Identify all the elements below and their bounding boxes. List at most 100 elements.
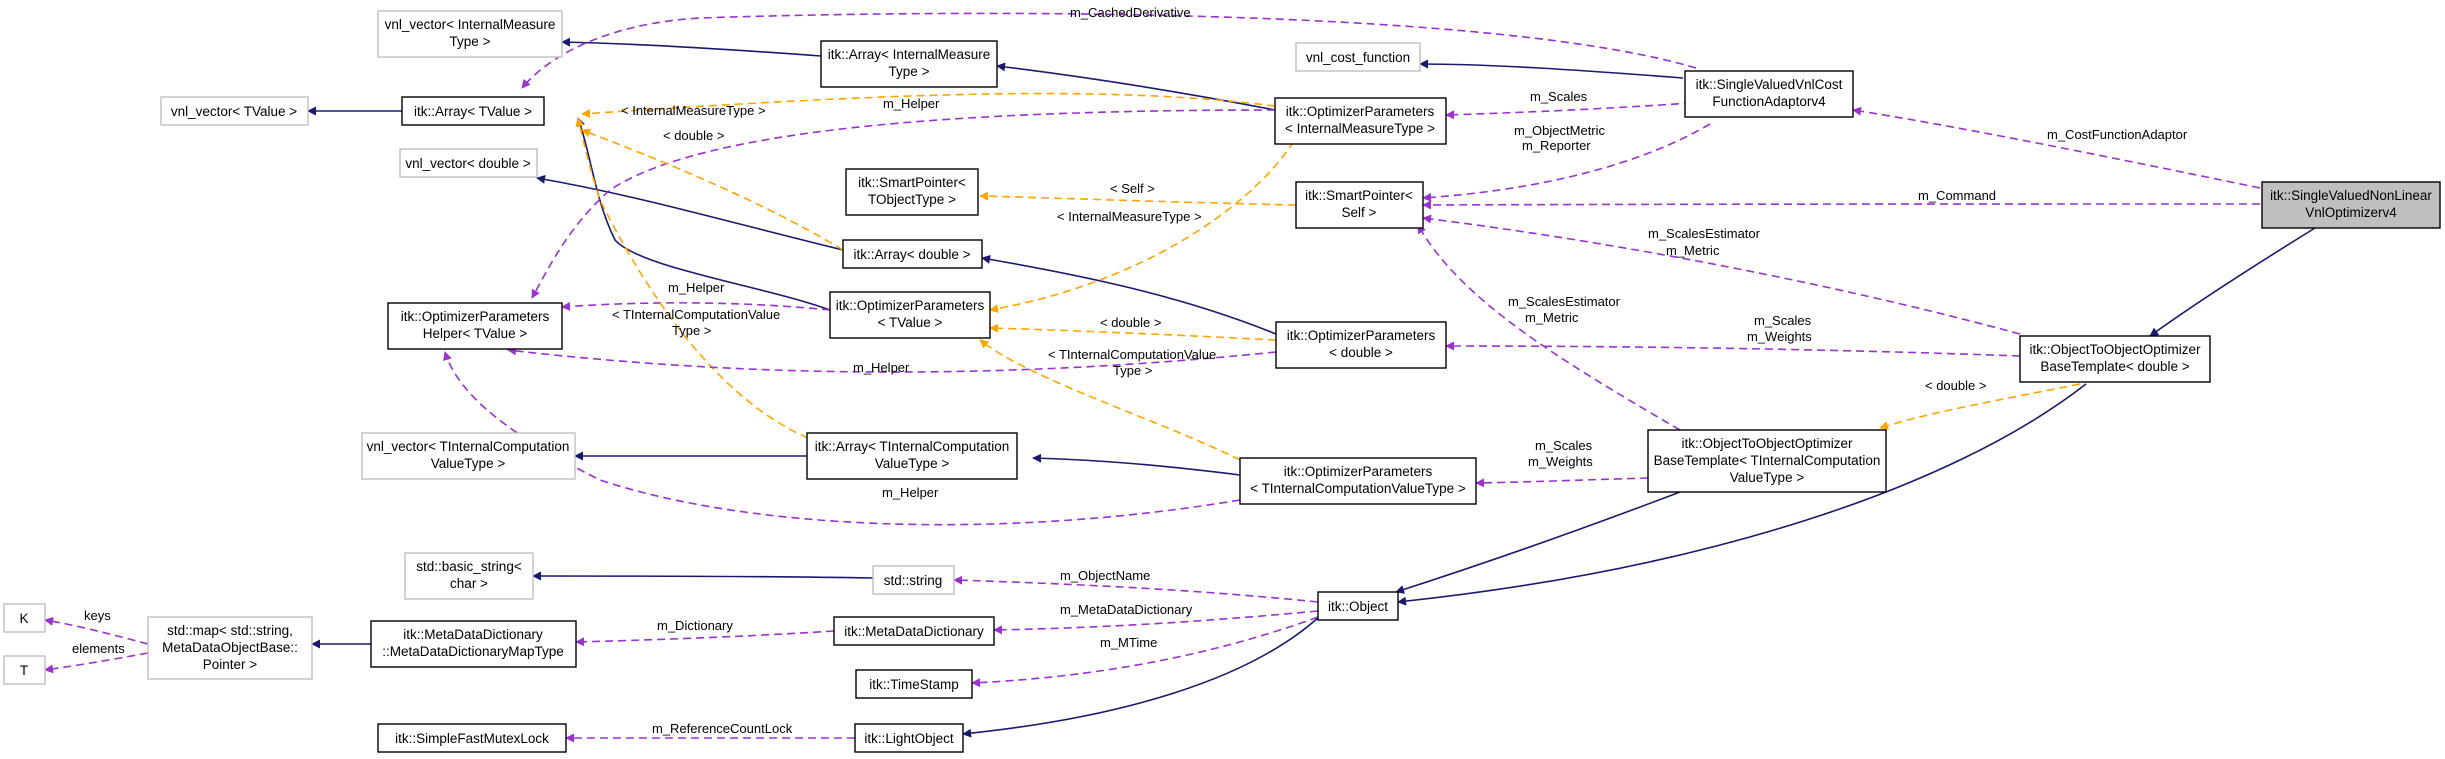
edge-double-tpl-2: < double > — [581, 128, 844, 251]
svg-text:vnl_vector< InternalMeasureTyp: vnl_vector< InternalMeasureType > — [385, 17, 556, 49]
svg-text:itk::SimpleFastMutexLock: itk::SimpleFastMutexLock — [395, 731, 549, 746]
edge-cost-function-adaptor: m_CostFunctionAdaptor — [1852, 106, 2261, 189]
svg-text:std::string: std::string — [884, 573, 943, 588]
edge-label-mtime: m_MTime — [1100, 635, 1157, 650]
edge-label-dictionary: m_Dictionary — [657, 618, 733, 633]
edge-referencecountlock: m_ReferenceCountLock — [565, 721, 855, 743]
node-template-k[interactable]: K — [3, 603, 46, 633]
edge-label-double-tpl-2: < double > — [663, 128, 724, 143]
edge-imt-tpl-1: < InternalMeasureType > — [581, 92, 1276, 118]
edge-label-cost-function-adaptor: m_CostFunctionAdaptor — [2047, 127, 2188, 142]
edge-optparam-double-inherits-array-double — [981, 254, 1277, 335]
edge-self-tpl: < Self > — [979, 181, 1297, 206]
edge-optparam-tic-inherits-array-tic — [1032, 453, 1241, 476]
edge-double-tpl-3: < double > — [989, 315, 1277, 341]
node-smart-pointer-self[interactable]: itk::SmartPointer<Self > — [1295, 181, 1424, 229]
edge-label-metadatadictionary: m_MetaDataDictionary — [1060, 602, 1193, 617]
node-metadata-dictionary-map-type[interactable]: itk::MetaDataDictionary::MetaDataDiction… — [370, 620, 577, 668]
svg-text:vnl_cost_function: vnl_cost_function — [1306, 50, 1410, 65]
node-basic-string[interactable]: std::basic_string<char > — [404, 552, 534, 600]
edge-objopt-double-inherits-object — [1397, 383, 2087, 606]
edge-metadatadictionary: m_MetaDataDictionary — [993, 602, 1319, 635]
svg-text:itk::Array< TValue >: itk::Array< TValue > — [414, 104, 532, 119]
node-light-object[interactable]: itk::LightObject — [854, 723, 964, 753]
edge-label-imt-tpl-1: < InternalMeasureType > — [621, 103, 766, 118]
node-vnl-cost-function[interactable]: vnl_cost_function — [1295, 42, 1421, 72]
node-metadata-dictionary[interactable]: itk::MetaDataDictionary — [833, 616, 995, 646]
node-optimizer-parameters-double[interactable]: itk::OptimizerParameters< double > — [1275, 321, 1447, 369]
node-optimizer-parameters-imt[interactable]: itk::OptimizerParameters< InternalMeasur… — [1274, 97, 1447, 145]
svg-text:itk::LightObject: itk::LightObject — [864, 731, 954, 746]
svg-text:itk::MetaDataDictionary: itk::MetaDataDictionary — [844, 624, 984, 639]
svg-text:itk::Array< InternalMeasureTyp: itk::Array< InternalMeasureType > — [828, 47, 990, 79]
edge-command: m_Command — [1422, 188, 2261, 210]
edge-label-command: m_Command — [1918, 188, 1996, 203]
svg-text:T: T — [20, 663, 28, 678]
edge-mtime: m_MTime — [971, 616, 1319, 688]
svg-text:itk::MetaDataDictionary::MetaD: itk::MetaDataDictionary::MetaDataDiction… — [382, 627, 564, 659]
node-vnl-vector-double[interactable]: vnl_vector< double > — [399, 148, 538, 178]
node-optimizer-parameters-tvalue[interactable]: itk::OptimizerParameters< TValue > — [829, 291, 991, 339]
node-optimizer-parameters-tic[interactable]: itk::OptimizerParameters< TInternalCompu… — [1239, 457, 1477, 505]
edge-label-double-tpl-3: < double > — [1100, 315, 1161, 330]
node-std-map[interactable]: std::map< std::string,MetaDataObjectBase… — [147, 616, 313, 680]
edge-elements: elements — [44, 641, 149, 674]
node-std-string[interactable]: std::string — [872, 565, 955, 595]
svg-text:itk::Array< double >: itk::Array< double > — [853, 247, 970, 262]
node-itk-object[interactable]: itk::Object — [1317, 591, 1399, 621]
node-vnl-vector-tvalue[interactable]: vnl_vector< TValue > — [160, 96, 309, 126]
edges: m_CachedDerivative m_CostFunctionAdaptor… — [44, 5, 2316, 743]
edge-label-imt-tpl-2: < InternalMeasureType > — [1057, 209, 1202, 224]
node-array-double[interactable]: itk::Array< double > — [842, 239, 983, 269]
edge-object-inherits-lightobject — [962, 615, 1321, 738]
svg-text:itk::OptimizerParameters< doub: itk::OptimizerParameters< double > — [1287, 328, 1436, 360]
edge-label-self-tpl: < Self > — [1110, 181, 1155, 196]
node-array-tvalue[interactable]: itk::Array< TValue > — [401, 96, 545, 126]
edge-main-inherits-objopt-double — [2149, 227, 2316, 337]
edge-optparam-tvalue-inherits-array-tvalue — [576, 117, 831, 311]
edge-label-helper-tvalue: m_Helper — [668, 280, 725, 295]
svg-text:vnl_vector< double >: vnl_vector< double > — [405, 156, 530, 171]
edge-label-scales-imt: m_Scales — [1530, 89, 1588, 104]
svg-text:itk::Array< TInternalComputati: itk::Array< TInternalComputationValueTyp… — [815, 439, 1009, 471]
node-smart-pointer-tobjecttype[interactable]: itk::SmartPointer<TObjectType > — [845, 168, 979, 216]
edge-objectname: m_ObjectName — [953, 568, 1319, 603]
node-simple-fast-mutex-lock[interactable]: itk::SimpleFastMutexLock — [377, 723, 567, 753]
svg-text:itk::SmartPointer<Self >: itk::SmartPointer<Self > — [1305, 188, 1413, 220]
svg-text:itk::OptimizerParameters< TInt: itk::OptimizerParameters< TInternalCompu… — [1250, 464, 1466, 496]
svg-text:std::basic_string<char >: std::basic_string<char > — [416, 559, 522, 591]
edge-scales-imt: m_Scales — [1445, 89, 1706, 120]
edge-label-helper-double: m_Helper — [853, 360, 910, 375]
edge-double-tpl-1: < double > — [1879, 378, 2081, 430]
edge-helper-double: m_Helper — [507, 346, 1277, 375]
node-time-stamp[interactable]: itk::TimeStamp — [855, 669, 973, 699]
edge-label-referencecountlock: m_ReferenceCountLock — [652, 721, 793, 736]
node-template-t[interactable]: T — [3, 655, 46, 685]
svg-text:itk::TimeStamp: itk::TimeStamp — [869, 677, 959, 692]
svg-text:vnl_vector< TValue >: vnl_vector< TValue > — [171, 104, 297, 119]
svg-text:itk::SmartPointer<TObjectType: itk::SmartPointer<TObjectType > — [858, 175, 966, 207]
edge-array-double-inherits-vnlvec-double — [536, 174, 844, 251]
edge-optparam-imt-inherits-array-imt — [996, 62, 1276, 111]
